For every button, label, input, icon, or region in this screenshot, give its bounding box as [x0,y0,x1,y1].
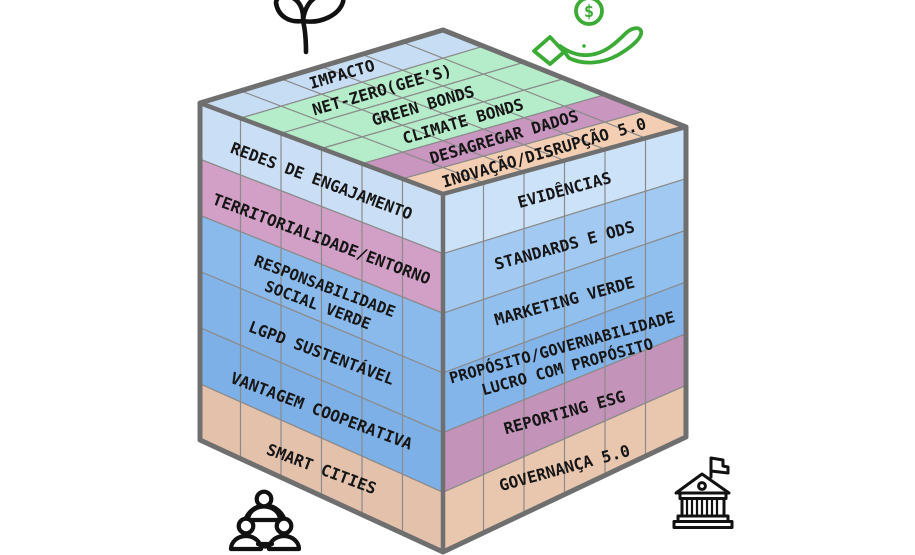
hand-cuff [532,35,566,66]
bank-step-lower [672,520,734,529]
left-face [199,102,444,553]
person-body [228,533,264,552]
person-body [245,504,283,523]
right-face-grid [482,138,647,533]
top-face [198,29,688,195]
top-face-grid [240,41,646,184]
people-network-icon [228,489,302,552]
cube-edges [197,27,689,555]
dollar-coin-circle [574,0,604,26]
hand-palm-dot [582,44,586,48]
hand-palm [558,26,644,65]
person-head [274,516,294,536]
hand-dollar-icon [532,0,644,66]
cube-silhouette [197,27,689,555]
bank-icon [672,456,734,529]
bank-columns [685,498,719,516]
person-head [236,516,256,536]
person-head [254,489,274,509]
bank-pediment-circle [697,481,707,491]
left-face-grid [239,118,404,534]
dollar-symbol: $ [584,2,594,22]
bank-flag [709,456,730,479]
cube-inner-edges [197,100,689,555]
sprout-icon [273,0,346,55]
person-body [266,533,302,552]
